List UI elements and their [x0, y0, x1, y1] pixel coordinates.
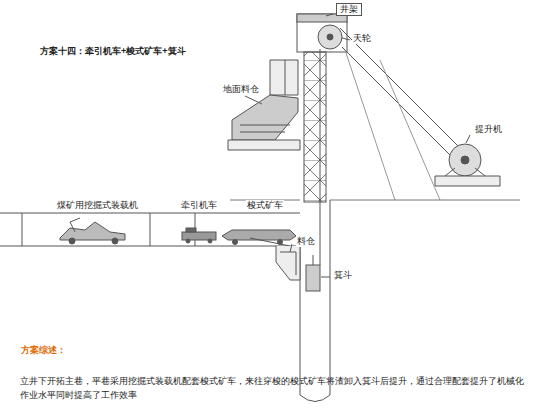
- diagram-title: 方案十四：牵引机车+梭式矿车+箕斗: [40, 45, 186, 58]
- part-label: 煤矿用挖掘式装载机: [56, 200, 139, 211]
- part-label: 梭式矿车: [246, 200, 284, 211]
- part-label: 箕斗: [333, 270, 353, 281]
- part-label: 提升机: [474, 124, 503, 135]
- summary-text: 立井下开拓主巷，平巷采用挖掘式装载机配套梭式矿车，来往穿梭的梭式矿车将渣卸入箕斗…: [20, 374, 530, 403]
- part-label: 料仓: [296, 236, 316, 247]
- part-label: 地面料仓: [222, 84, 260, 95]
- part-label: 天轮: [352, 33, 372, 44]
- part-label: 方案综述：: [20, 345, 67, 356]
- part-label: 牵引机车: [180, 200, 218, 211]
- part-label: 井架: [336, 3, 362, 16]
